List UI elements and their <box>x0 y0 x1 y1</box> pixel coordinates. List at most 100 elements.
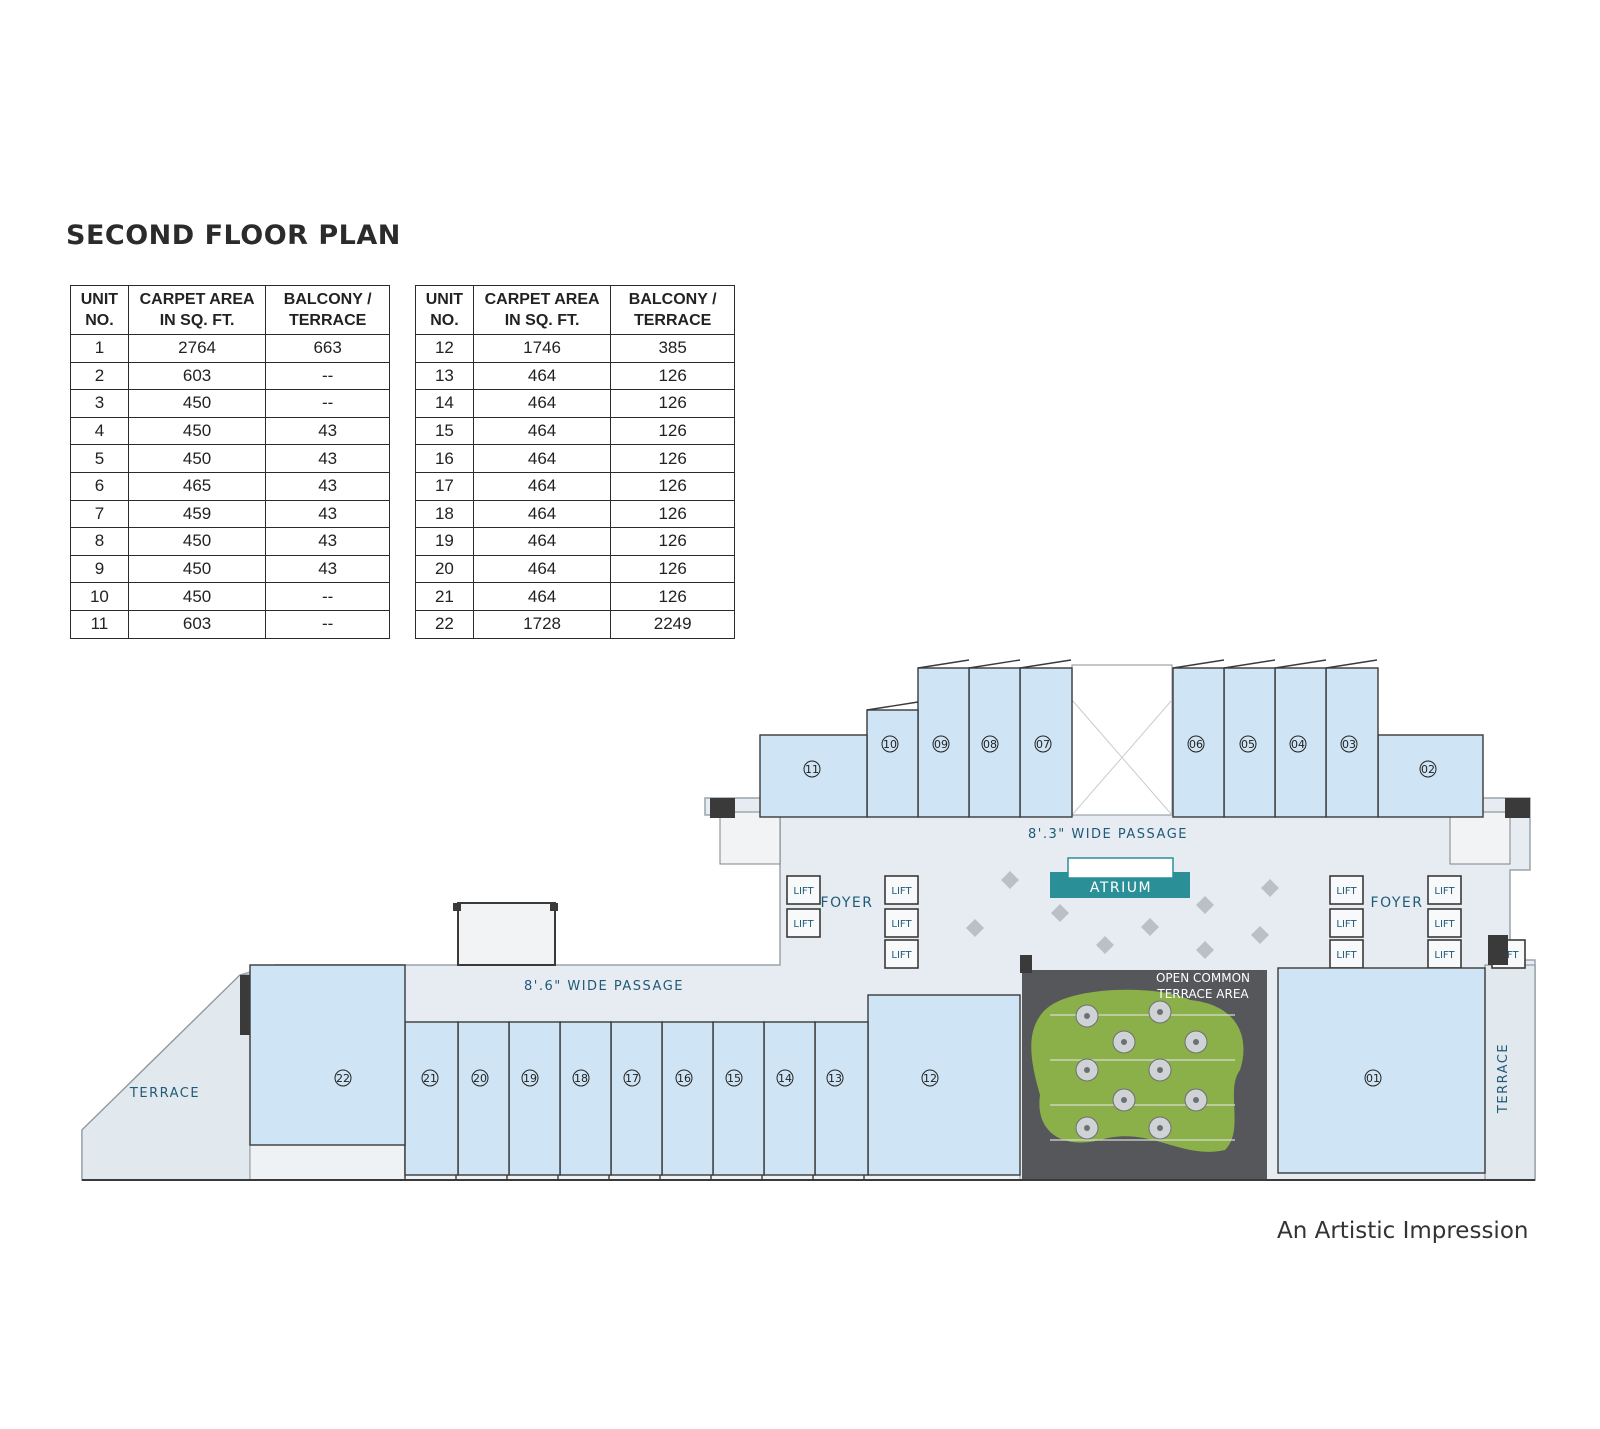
staircase-lower <box>457 902 556 966</box>
cell-unit-no: 22 <box>415 609 474 639</box>
unit-20-label: 20 <box>473 1072 487 1085</box>
unit-02-label: 02 <box>1421 763 1435 776</box>
table-umbrella-center <box>1157 1125 1163 1131</box>
unit-03-label: 03 <box>1342 738 1356 751</box>
cell-unit-no: 20 <box>415 554 474 584</box>
staircase-right <box>1449 811 1511 865</box>
structural-column <box>1020 955 1032 973</box>
unit-roof-line <box>917 659 970 669</box>
unit-roof-line <box>1274 659 1327 669</box>
floor-tile-motif <box>1196 941 1214 959</box>
unit-04-room <box>1274 667 1327 818</box>
cell-balcony-terrace: -- <box>265 609 390 639</box>
unit-07-marker <box>1034 735 1052 753</box>
unit-22-room <box>249 964 406 1146</box>
artistic-impression-caption: An Artistic Impression <box>1277 1218 1529 1244</box>
cell-unit-no: 7 <box>70 499 129 529</box>
cell-balcony-terrace: 2249 <box>610 609 735 639</box>
cell-unit-no: 9 <box>70 554 129 584</box>
lift-left-b-shaft <box>884 875 919 905</box>
unit-14-marker <box>776 1069 794 1087</box>
floor-tile-motif <box>1251 926 1269 944</box>
unit-22-label: 22 <box>336 1072 350 1085</box>
unit-11-room <box>759 734 868 818</box>
terrace-left-area <box>81 974 251 1181</box>
lift-right-a-shaft <box>1329 875 1364 905</box>
floor-tile-motif <box>1196 896 1214 914</box>
open-terrace-lawn <box>1031 989 1244 1152</box>
cell-carpet-area: 2764 <box>127 334 267 363</box>
unit-10-room <box>866 709 919 818</box>
cell-carpet-area: 1728 <box>472 609 612 639</box>
cell-balcony-terrace: 126 <box>610 554 735 584</box>
terrace-right-label: TERRACE <box>1496 1043 1511 1114</box>
cell-unit-no: 13 <box>415 361 474 391</box>
lift-left-b-label: LIFT <box>891 950 912 961</box>
lift-right-a-shaft <box>1329 908 1364 938</box>
lift-left-b-shaft <box>884 908 919 938</box>
lift-right-a-shaft <box>1329 939 1364 969</box>
unit-08-marker <box>981 735 999 753</box>
unit-18-room <box>559 1021 612 1176</box>
lift-right-a-label: LIFT <box>1336 950 1357 961</box>
lift-right-b-label: LIFT <box>1434 950 1455 961</box>
unit-05-marker <box>1239 735 1257 753</box>
cell-carpet-area: 464 <box>472 527 612 556</box>
cell-balcony-terrace: 663 <box>265 334 390 363</box>
lift-right-b-label: LIFT <box>1434 919 1455 930</box>
unit-01-marker <box>1364 1069 1382 1087</box>
floor-tile-motif <box>1141 918 1159 936</box>
cell-carpet-area: 459 <box>127 499 267 529</box>
cell-carpet-area: 603 <box>127 609 267 639</box>
lift-right-b-shaft <box>1427 908 1462 938</box>
cell-unit-no: 21 <box>415 582 474 611</box>
unit-07-room <box>1019 667 1073 818</box>
unit-09-label: 09 <box>934 738 948 751</box>
cell-balcony-terrace: 385 <box>610 334 735 363</box>
unit-08-room <box>968 667 1021 818</box>
unit-01-label: 01 <box>1366 1072 1380 1085</box>
structural-column <box>240 975 250 1035</box>
lift-right-b-label: LIFT <box>1434 886 1455 897</box>
unit-15-room <box>712 1021 765 1176</box>
unit-roof-line <box>1172 659 1225 669</box>
unit-13-label: 13 <box>828 1072 842 1085</box>
lift-right-a-label: LIFT <box>1336 886 1357 897</box>
staircase-left <box>719 811 781 865</box>
cell-balcony-terrace: 43 <box>265 444 390 473</box>
lift-right-a-label: LIFT <box>1336 919 1357 930</box>
unit-20-room <box>457 1021 510 1176</box>
foyer-left-label: FOYER <box>821 895 874 911</box>
cell-unit-no: 1 <box>70 334 129 363</box>
unit-17-room <box>610 1021 663 1176</box>
unit-16-label: 16 <box>677 1072 691 1085</box>
unit-12-room <box>867 994 1021 1176</box>
floor-tile-motif <box>1001 871 1019 889</box>
lift-left-b-label: LIFT <box>891 919 912 930</box>
unit-03-room <box>1325 667 1379 818</box>
unit-10-label: 10 <box>883 738 897 751</box>
cell-unit-no: 15 <box>415 416 474 446</box>
cell-unit-no: 16 <box>415 444 474 473</box>
cell-carpet-area: 1746 <box>472 334 612 363</box>
lift-left-a-shaft <box>786 908 821 938</box>
cell-unit-no: 18 <box>415 499 474 529</box>
cell-unit-no: 14 <box>415 389 474 418</box>
page-title: SECOND FLOOR PLAN <box>66 220 401 251</box>
unit-19-marker <box>521 1069 539 1087</box>
cell-unit-no: 19 <box>415 527 474 556</box>
lift-left-b-shaft <box>884 939 919 969</box>
unit-02-marker <box>1419 760 1437 778</box>
cell-carpet-area: 464 <box>472 444 612 473</box>
